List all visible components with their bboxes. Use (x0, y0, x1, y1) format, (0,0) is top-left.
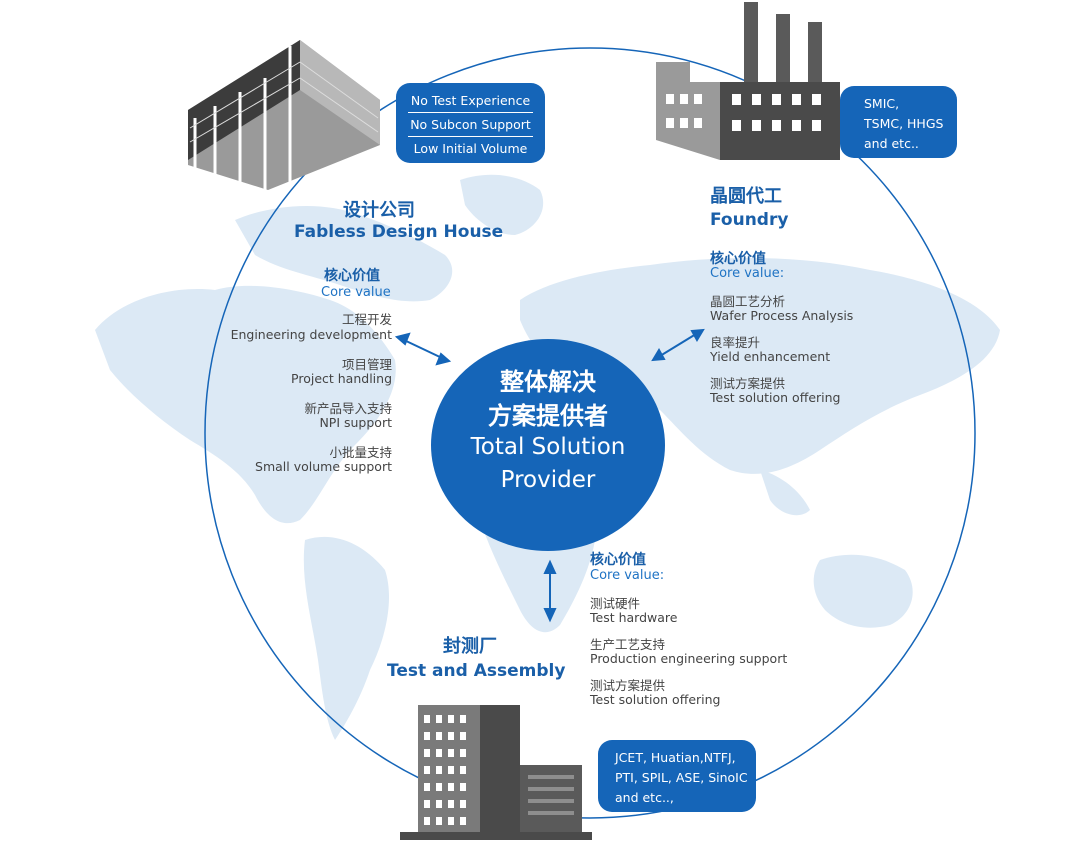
fabless-item-2-cn: 项目管理 (341, 357, 392, 372)
fabless-item-3-en: NPI support (319, 415, 392, 430)
center-cn-line-2: 方案提供者 (488, 402, 608, 430)
center-en-line-1: Total Solution (470, 434, 626, 460)
total-solution-provider-circle: 整体解决 方案提供者 Total Solution Provider (431, 339, 665, 551)
osat-item-2-cn: 生产工艺支持 (590, 637, 666, 652)
fabless-item-1-cn: 工程开发 (341, 312, 392, 327)
foundry-title-cn: 晶圆代工 (710, 186, 782, 207)
foundry-title-en: Foundry (710, 210, 789, 230)
fabless-item-1-en: Engineering development (230, 327, 392, 342)
osat-item-1-cn: 测试硬件 (590, 596, 641, 611)
fabless-core-cn: 核心价值 (324, 268, 380, 284)
fabless-challenges-box: No Test Experience No Subcon Support Low… (396, 83, 545, 163)
foundry-partners-box: SMIC, TSMC, HHGS and etc.. (840, 86, 957, 158)
fabless-item-4-cn: 小批量支持 (329, 445, 392, 460)
fabless-item-3-cn: 新产品导入支持 (304, 401, 392, 416)
arrows (394, 328, 705, 623)
fabless-building-icon (188, 40, 380, 190)
osat-box-line-3: and etc.., (615, 790, 674, 805)
foundry-factory-icon (656, 2, 840, 160)
osat-core-en: Core value: (590, 568, 665, 583)
osat-item-1-en: Test hardware (590, 610, 678, 625)
center-en-line-2: Provider (500, 467, 596, 493)
osat-core-cn: 核心价值 (590, 552, 646, 568)
fabless-box-line-3: Low Initial Volume (413, 141, 528, 156)
foundry-box-line-2: TSMC, HHGS (864, 116, 944, 131)
osat-building-icon (400, 705, 592, 840)
foundry-item-2-cn: 良率提升 (710, 335, 761, 350)
fabless-item-2-en: Project handling (291, 371, 392, 386)
osat-partners-box: JCET, Huatian,NTFJ, PTI, SPIL, ASE, Sino… (598, 740, 756, 812)
osat-title-en: Test and Assembly (387, 661, 566, 681)
foundry-item-3-en: Test solution offering (710, 390, 841, 405)
foundry-core-en: Core value: (710, 266, 785, 281)
osat-title-cn: 封测厂 (443, 636, 497, 657)
foundry-item-1-en: Wafer Process Analysis (710, 308, 854, 323)
fabless-item-4-en: Small volume support (255, 459, 392, 474)
foundry-item-3-cn: 测试方案提供 (710, 376, 786, 391)
fabless-title-cn: 设计公司 (343, 200, 415, 221)
fabless-title-en: Fabless Design House (294, 222, 504, 242)
osat-item-2-en: Production engineering support (590, 651, 788, 666)
foundry-item-2-en: Yield enhancement (710, 349, 831, 364)
foundry-box-line-3: and etc.. (864, 136, 919, 151)
foundry-item-1-cn: 晶圆工艺分析 (710, 294, 786, 309)
fabless-box-line-2: No Subcon Support (408, 113, 533, 137)
outer-ring (204, 47, 976, 819)
osat-box-line-2: PTI, SPIL, ASE, SinoIC (615, 770, 748, 785)
osat-box-line-1: JCET, Huatian,NTFJ, (615, 750, 736, 765)
center-cn-line-1: 整体解决 (500, 368, 596, 396)
foundry-core-cn: 核心价值 (710, 251, 766, 267)
osat-item-3-cn: 测试方案提供 (590, 678, 666, 693)
osat-item-3-en: Test solution offering (590, 692, 721, 707)
world-map-background (95, 174, 1000, 740)
fabless-core-en: Core value (321, 285, 391, 300)
foundry-box-line-1: SMIC, (864, 96, 900, 111)
fabless-box-line-1: No Test Experience (408, 89, 533, 113)
